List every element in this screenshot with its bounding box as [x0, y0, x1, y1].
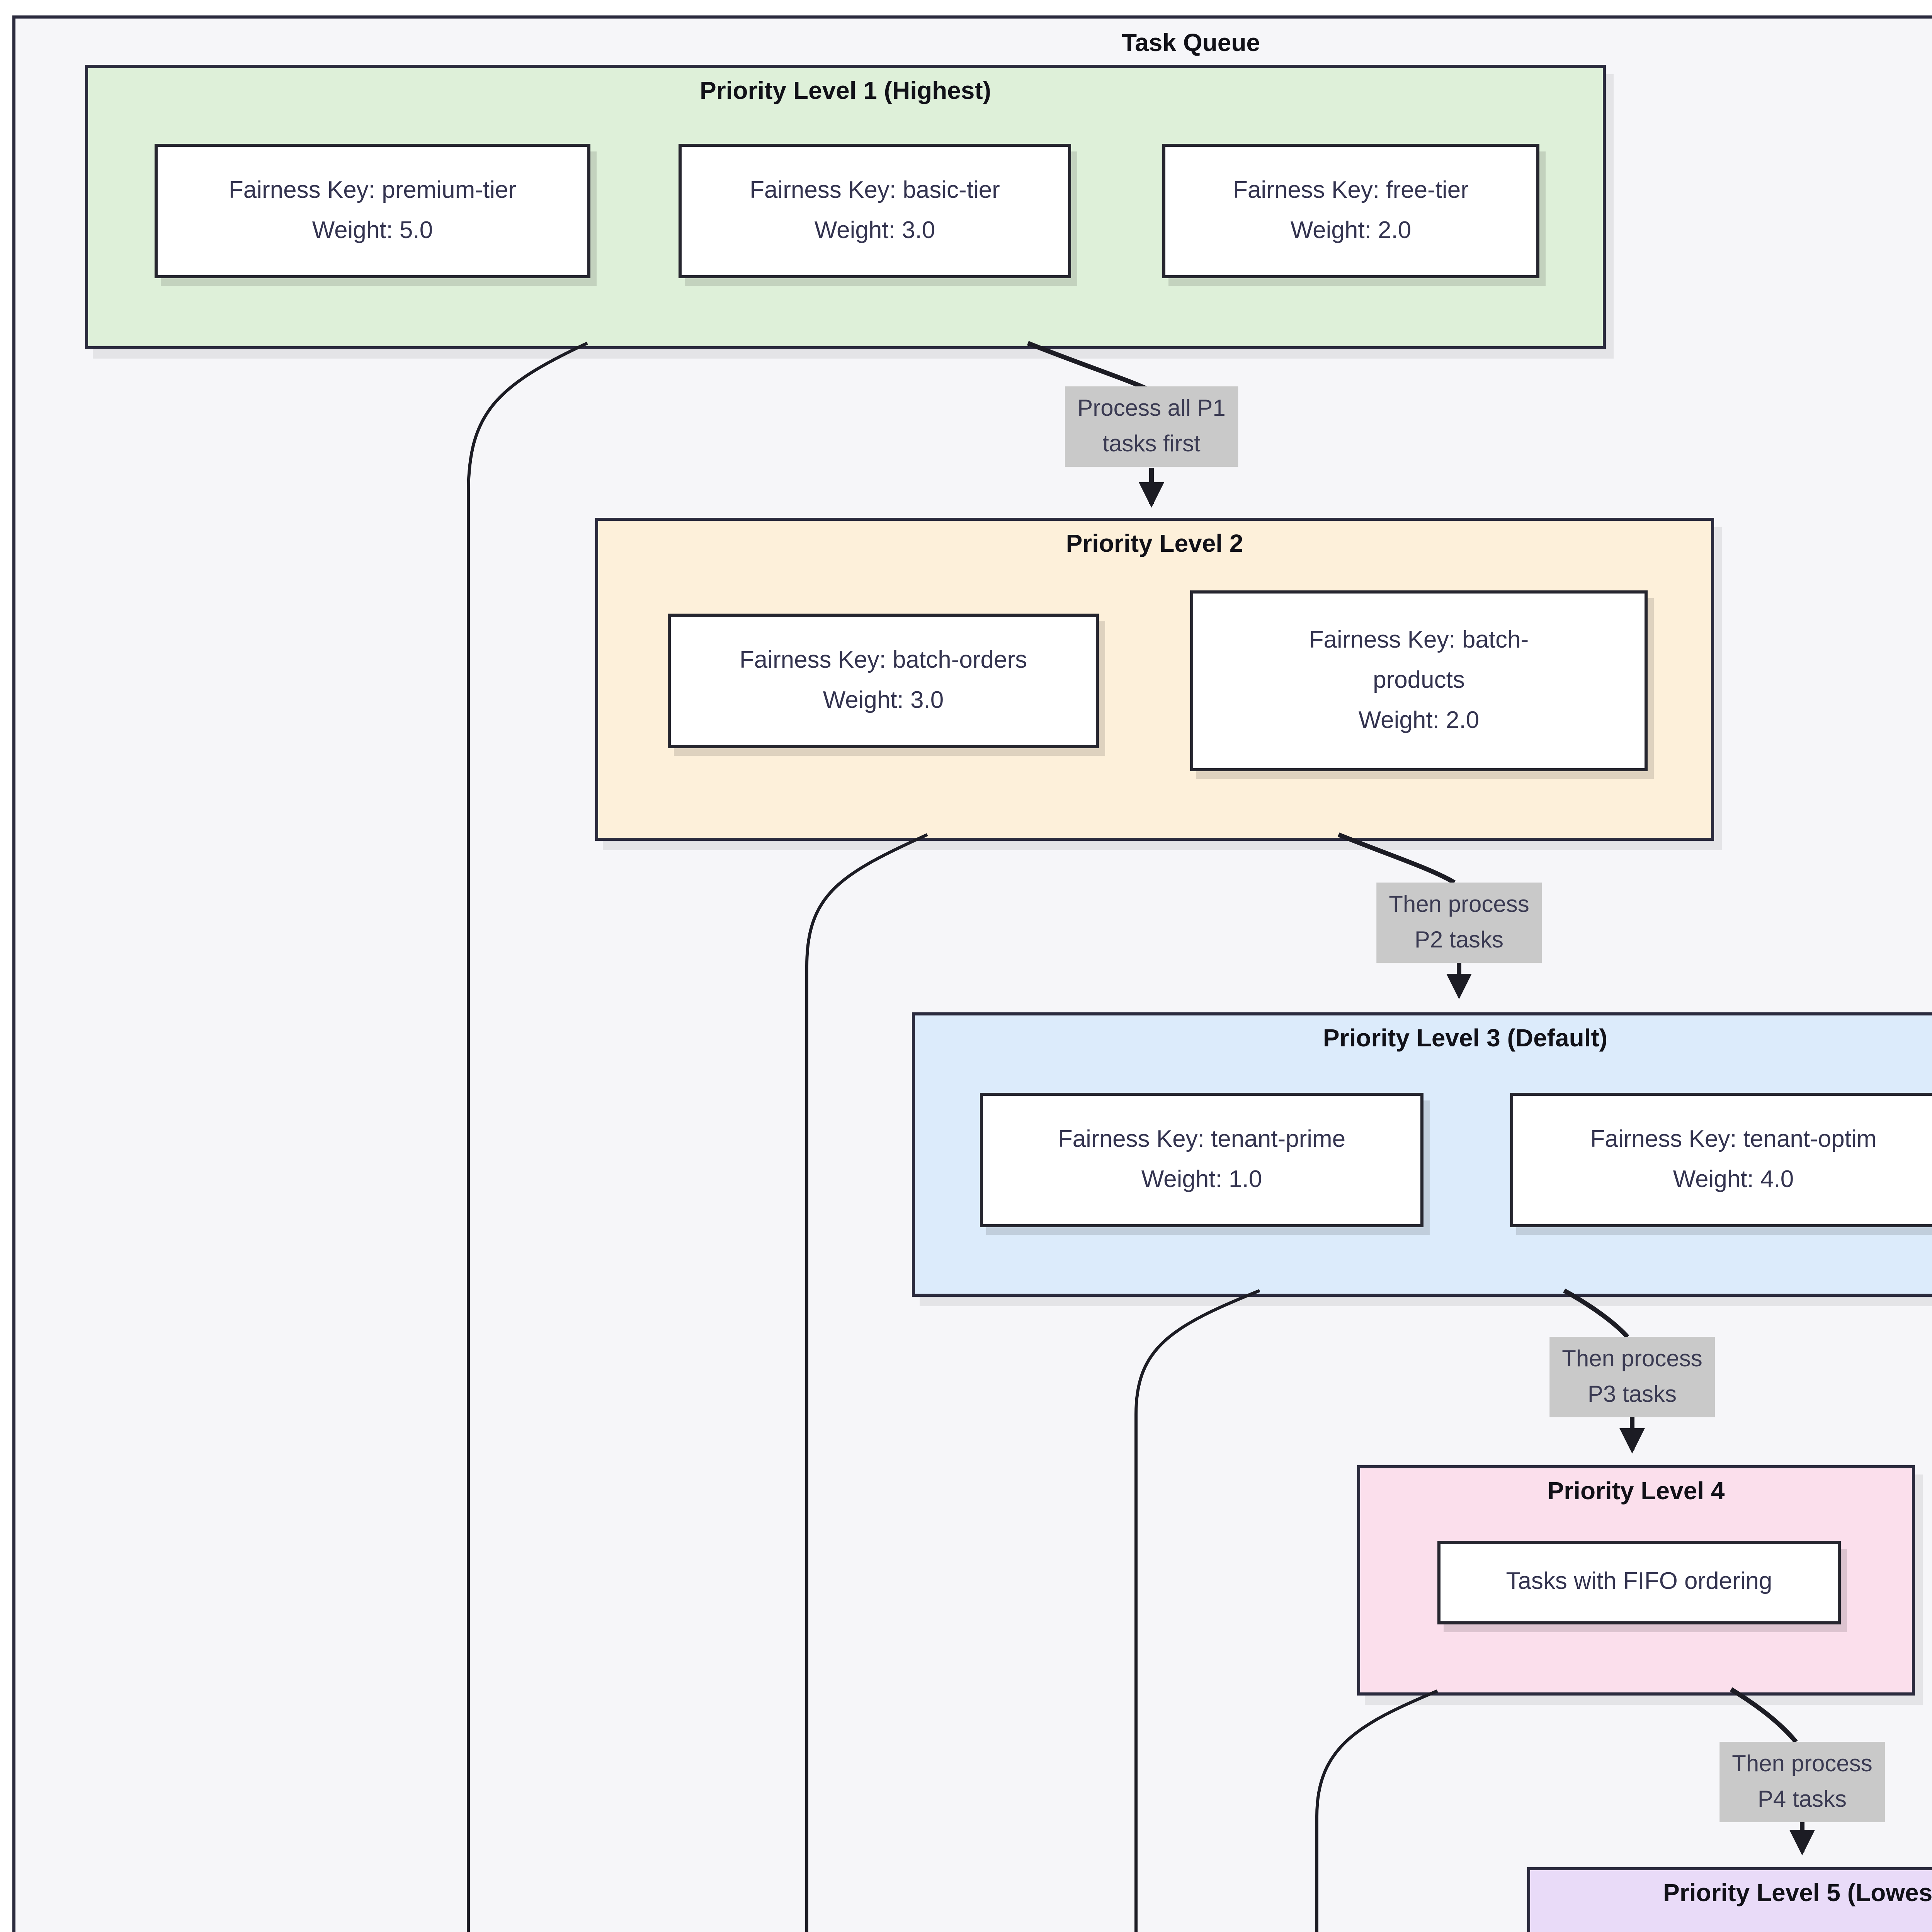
priority-level-1-container: Priority Level 1 (Highest) Fairness Key:…	[85, 65, 1606, 349]
priority-level-3-container: Priority Level 3 (Default) Fairness Key:…	[912, 1012, 1932, 1297]
priority-level-2-title: Priority Level 2	[1066, 532, 1243, 558]
edge-label-p1-p2: Process all P1 tasks first	[1065, 386, 1238, 467]
priority-level-5-title: Priority Level 5 (Lowest)	[1663, 1881, 1932, 1907]
fairness-node-tenant-prime: Fairness Key: tenant-prime Weight: 1.0	[980, 1093, 1423, 1227]
task-queue-title: Task Queue	[1121, 31, 1260, 57]
priority-level-4-container: Priority Level 4 Tasks with FIFO orderin…	[1357, 1465, 1915, 1696]
priority-level-3-title: Priority Level 3 (Default)	[1323, 1026, 1608, 1053]
fairness-node-premium-tier: Fairness Key: premium-tier Weight: 5.0	[155, 144, 590, 278]
priority-level-1-title: Priority Level 1 (Highest)	[700, 79, 991, 105]
edge-label-p4-p5: Then process P4 tasks	[1719, 1742, 1885, 1822]
edge-label-p3-p4: Then process P3 tasks	[1549, 1337, 1715, 1417]
fairness-node-batch-products: Fairness Key: batch- products Weight: 2.…	[1190, 590, 1648, 771]
priority-level-5-container: Priority Level 5 (Lowest) Tasks with FIF…	[1527, 1867, 1932, 1932]
fairness-node-batch-orders: Fairness Key: batch-orders Weight: 3.0	[668, 614, 1099, 748]
priority-level-2-container: Priority Level 2 Fairness Key: batch-ord…	[595, 518, 1714, 841]
priority-level-4-title: Priority Level 4	[1547, 1479, 1725, 1505]
fifo-node-p4: Tasks with FIFO ordering	[1437, 1541, 1841, 1624]
edge-label-p2-p3: Then process P2 tasks	[1376, 883, 1542, 963]
fairness-node-basic-tier: Fairness Key: basic-tier Weight: 3.0	[679, 144, 1071, 278]
fairness-node-free-tier: Fairness Key: free-tier Weight: 2.0	[1162, 144, 1539, 278]
fairness-node-tenant-optim: Fairness Key: tenant-optim Weight: 4.0	[1510, 1093, 1932, 1227]
